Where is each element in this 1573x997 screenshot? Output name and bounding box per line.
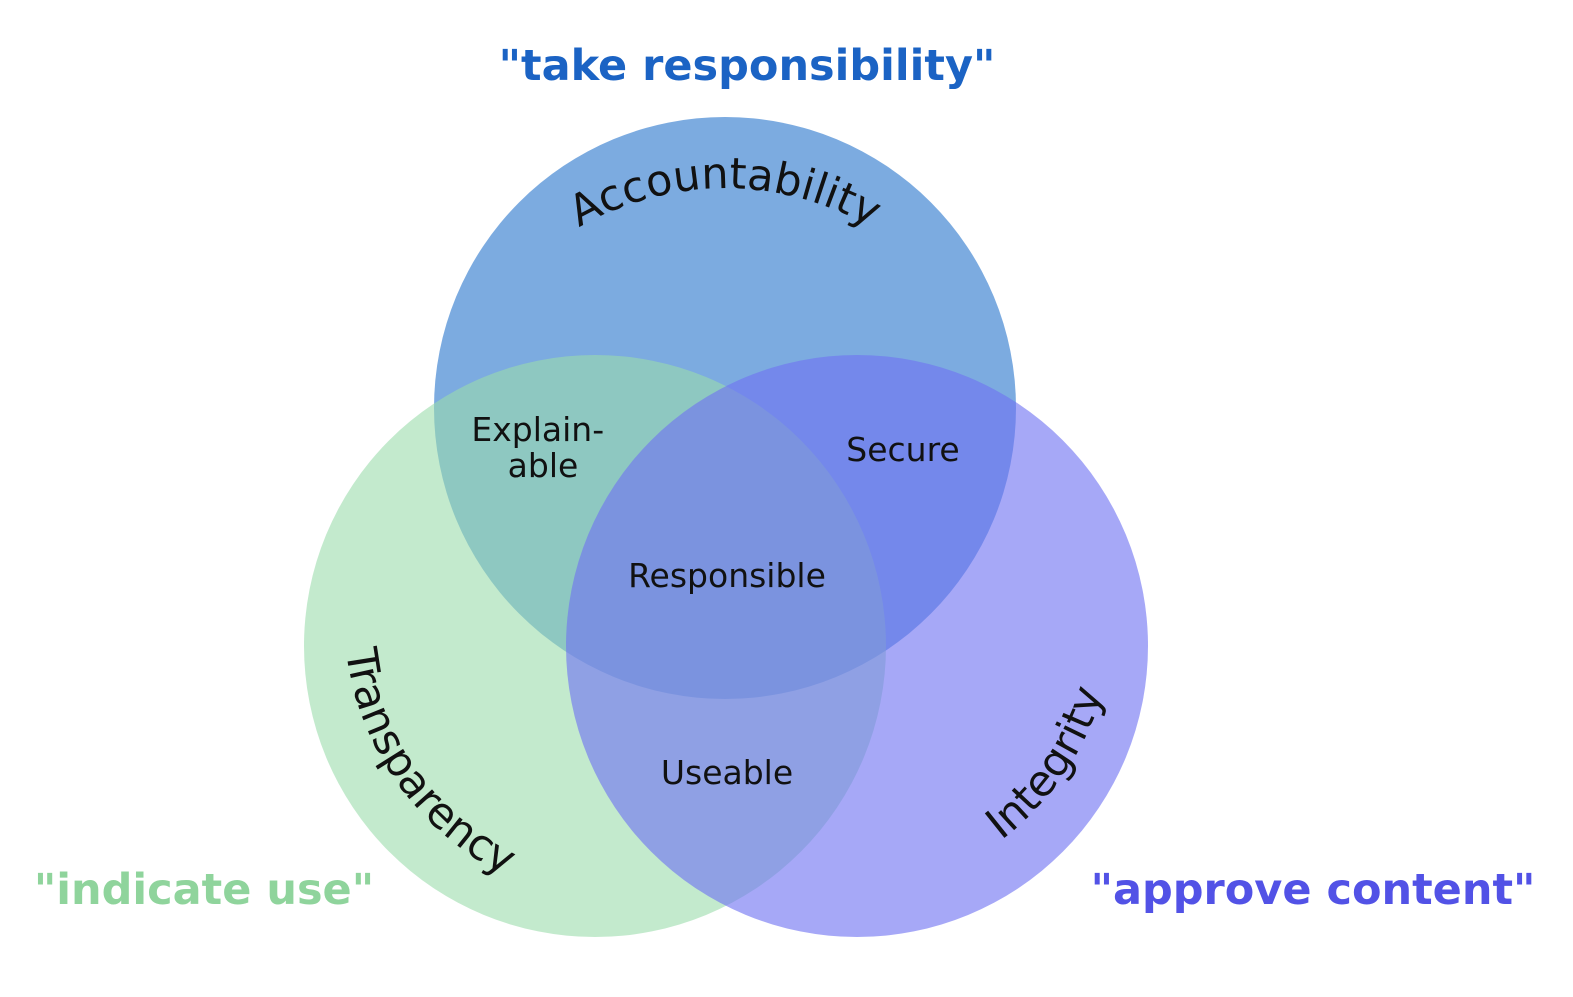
quote-left: "indicate use"	[34, 865, 374, 915]
region-label-explainable: Explain- able	[471, 410, 614, 485]
quote-top: "take responsibility"	[499, 41, 996, 91]
region-label-explainable-line1: Explain-	[471, 410, 604, 449]
region-label-useable: Useable	[661, 753, 793, 792]
region-label-secure: Secure	[846, 430, 959, 469]
integrity-circle	[566, 355, 1148, 937]
quote-right: "approve content"	[1091, 865, 1536, 915]
region-label-explainable-line2: able	[508, 446, 579, 485]
region-label-responsible: Responsible	[628, 556, 826, 595]
